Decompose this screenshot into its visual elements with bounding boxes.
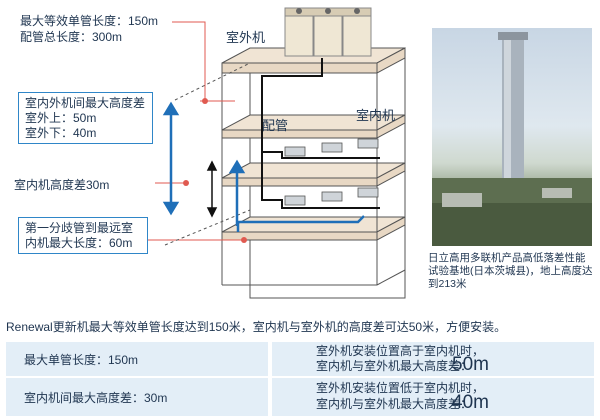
guide-lines bbox=[164, 62, 251, 246]
max-equiv-pipe-label: 最大等效单管长度：150m bbox=[20, 14, 159, 28]
spec-text: 最大单管长度：150m bbox=[24, 352, 139, 367]
indoor-height-arrow bbox=[206, 160, 218, 218]
building-diagram bbox=[140, 7, 406, 299]
spec-value: 40m bbox=[452, 392, 489, 413]
callout-line: 第一分歧管到最远室 bbox=[25, 221, 134, 235]
leader-lines bbox=[140, 21, 244, 241]
spec-indoor-height-diff: 室内机间最大高度差：30m bbox=[6, 378, 268, 416]
spec-text: 室外机安装位置高于室内机时， bbox=[316, 344, 485, 358]
indoor-unit-label: 室内机 bbox=[356, 108, 396, 123]
callout-line: 室外下：40m bbox=[25, 126, 97, 140]
outdoor-unit-icon bbox=[284, 7, 372, 57]
floor-slab-2 bbox=[221, 162, 406, 187]
indoor-height-diff-label: 室内机高度差30m bbox=[14, 178, 110, 192]
spec-max-single-pipe: 最大单管长度：150m bbox=[6, 342, 268, 376]
callout-line: 室外上：50m bbox=[25, 111, 97, 125]
outdoor-unit-label: 室外机 bbox=[226, 30, 266, 45]
total-pipe-label: 配管总长度：300m bbox=[20, 30, 123, 44]
spec-outdoor-below: 室外机安装位置低于室内机时， 室内机与室外机最大高度差： 40m bbox=[272, 378, 594, 416]
outdoor-indoor-height-callout: 室内外机间最大高度差 室外上：50m 室外下：40m bbox=[18, 92, 153, 144]
piping-route bbox=[261, 58, 380, 209]
photo-caption: 日立高用多联机产品高低落差性能试验基地(日本茨城县)，地上高度达到213米 bbox=[428, 252, 593, 290]
first-branch-callout: 第一分歧管到最远室 内机最大长度：60m bbox=[18, 217, 148, 254]
spec-value: 50m bbox=[452, 354, 489, 375]
test-tower-photo bbox=[432, 28, 592, 246]
piping-label: 配管 bbox=[262, 118, 289, 133]
spec-text: 室内机间最大高度差：30m bbox=[24, 390, 168, 405]
height-arrows bbox=[162, 101, 246, 226]
spec-text: 室内机与室外机最大高度差： bbox=[316, 397, 473, 411]
spec-text: 室外机安装位置低于室内机时， bbox=[316, 381, 485, 395]
spec-outdoor-above: 室外机安装位置高于室内机时， 室内机与室外机最大高度差： 50m bbox=[272, 342, 594, 376]
callout-line: 室内外机间最大高度差 bbox=[25, 96, 146, 110]
indoor-unit-icon bbox=[284, 138, 379, 206]
feature-note: Renewal更新机最大等效单管长度达到150米，室内机与室外机的高度差可达50… bbox=[6, 320, 507, 334]
floor-slab-1 bbox=[221, 216, 406, 241]
callout-line: 内机最大长度：60m bbox=[25, 236, 133, 250]
first-branch-path bbox=[236, 215, 365, 232]
spec-text: 室内机与室外机最大高度差： bbox=[316, 359, 473, 373]
tower-illustration bbox=[432, 32, 592, 246]
